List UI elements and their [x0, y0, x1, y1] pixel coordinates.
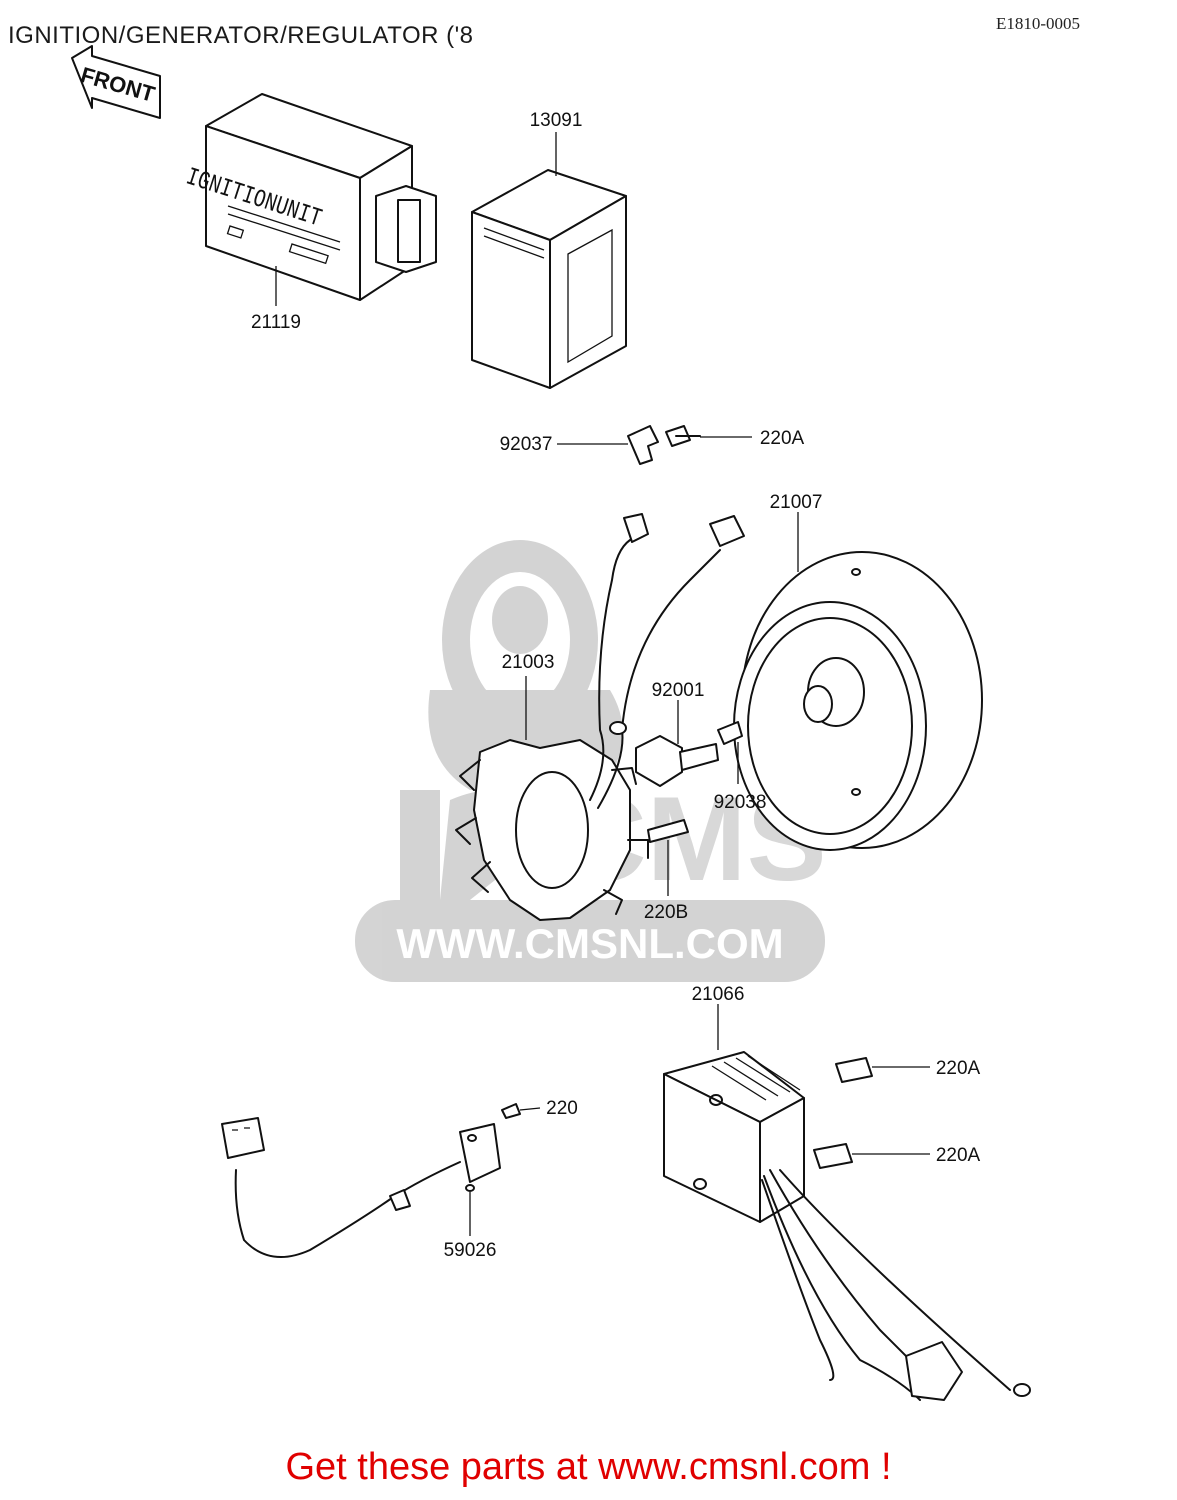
part-label-21007: 21007	[770, 492, 823, 513]
part-label-92038: 92038	[714, 792, 767, 813]
watermark-url: WWW.CMSNL.COM	[396, 920, 783, 967]
part-label-21119: 21119	[251, 312, 301, 333]
part-label-21003: 21003	[502, 652, 555, 673]
diagram-title: IGNITION/GENERATOR/REGULATOR ('8	[8, 22, 474, 49]
part-label-220B: 220B	[644, 902, 688, 923]
parts-diagram: CMS WWW.CMSNL.COM FRONT IGNITIONUNIT 211…	[71, 45, 1031, 1401]
part-label-220A-mid: 220A	[936, 1058, 981, 1079]
ignition-cover	[471, 169, 627, 389]
front-arrow: FRONT	[71, 45, 161, 119]
part-label-220A-top: 220A	[760, 428, 805, 449]
part-label-92001: 92001	[652, 680, 705, 701]
part-label-21066: 21066	[692, 984, 745, 1005]
ignition-unit: IGNITIONUNIT	[182, 93, 437, 301]
screw-220B	[647, 819, 689, 843]
clamp-92037	[627, 425, 701, 465]
rotor-21007	[733, 551, 983, 851]
part-label-220: 220	[546, 1098, 578, 1119]
part-label-13091: 13091	[530, 110, 583, 131]
bolt-92001	[635, 735, 719, 787]
part-label-220A-low: 220A	[936, 1145, 981, 1166]
part-label-92037: 92037	[500, 434, 553, 455]
sensor-59026	[221, 1117, 501, 1258]
stator-21003	[455, 513, 745, 921]
regulator-21066	[663, 1051, 1031, 1401]
diagram-code: E1810-0005	[996, 14, 1081, 33]
bolt-220A-low	[813, 1143, 853, 1169]
part-label-59026: 59026	[444, 1240, 497, 1261]
leader-220	[519, 1107, 541, 1111]
screw-220	[501, 1103, 521, 1119]
footer-link[interactable]: Get these parts at www.cmsnl.com !	[285, 1446, 892, 1488]
bolt-220A-mid	[835, 1057, 873, 1083]
key-92038	[717, 721, 743, 745]
